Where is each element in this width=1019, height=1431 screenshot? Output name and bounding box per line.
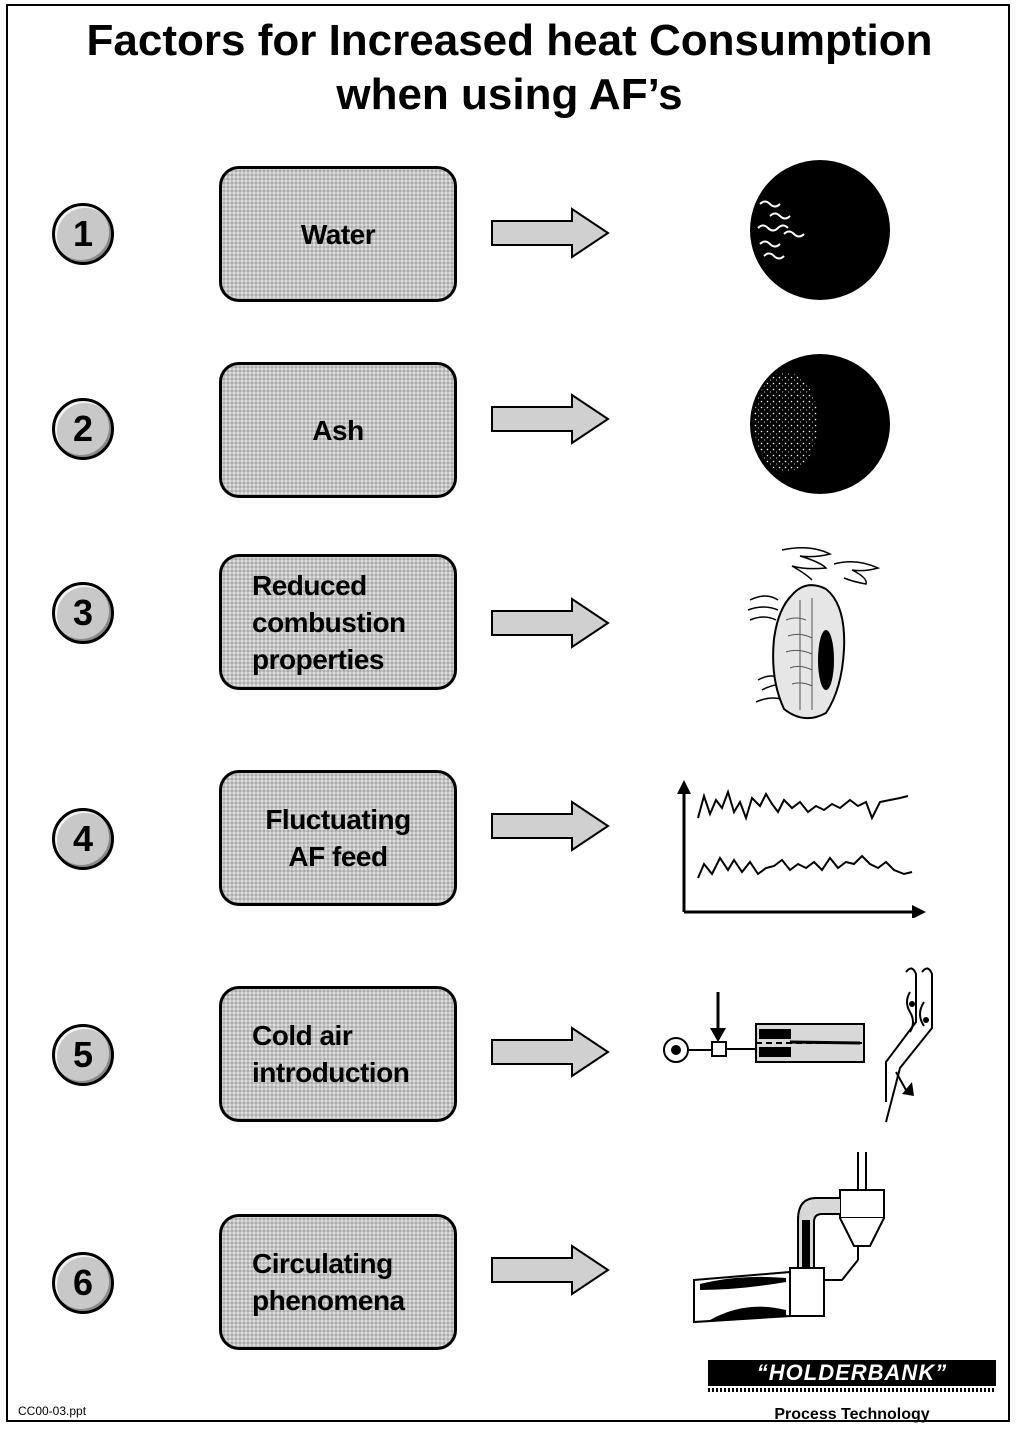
factor-box-fluctuating-feed: Fluctuating AF feed	[219, 770, 457, 906]
file-name: CC00-03.ppt	[18, 1404, 87, 1418]
water-particle-icon	[750, 160, 890, 300]
slide-title: Factors for Increased heat Consumption w…	[0, 14, 1019, 122]
factor-label: Water	[300, 218, 376, 250]
factor-number-3: 3	[52, 582, 114, 644]
factor-label: Circulating phenomena	[252, 1248, 405, 1316]
title-line-1: Factors for Increased heat Consumption	[86, 16, 933, 65]
factor-label: Cold air introduction	[252, 1020, 410, 1088]
holderbank-logo: “HOLDERBANK”	[708, 1360, 996, 1386]
right-arrow-icon	[491, 1244, 610, 1296]
right-arrow-icon	[491, 207, 610, 259]
factor-box-reduced-combustion: Reduced combustion properties	[219, 554, 457, 690]
right-arrow-icon	[491, 800, 610, 852]
flame-icon	[747, 547, 881, 720]
factor-label: Fluctuating AF feed	[265, 804, 411, 872]
footer-subtitle: Process Technology	[774, 1406, 930, 1423]
ash-particle-icon	[750, 354, 890, 494]
factor-number-6: 6	[52, 1252, 114, 1314]
cold-air-ducts-icon	[663, 967, 933, 1123]
title-line-2: when using AF’s	[336, 70, 683, 119]
factor-box-ash: Ash	[219, 362, 457, 498]
factor-number-4: 4	[52, 808, 114, 870]
fluctuating-trend-icon	[677, 780, 926, 918]
factor-box-circulating: Circulating phenomena	[219, 1214, 457, 1350]
factor-label: Ash	[312, 414, 364, 446]
factor-number-2: 2	[52, 398, 114, 460]
right-arrow-icon	[491, 597, 610, 649]
factor-box-water: Water	[219, 166, 457, 302]
factor-number-5: 5	[52, 1024, 114, 1086]
factor-label: Reduced combustion properties	[252, 569, 406, 675]
right-arrow-icon	[491, 393, 610, 445]
right-arrow-icon	[491, 1026, 610, 1078]
factor-box-cold-air: Cold air introduction	[219, 986, 457, 1122]
factor-number-1: 1	[52, 203, 114, 265]
kiln-cyclone-icon	[693, 1152, 885, 1324]
logo-underline	[708, 1388, 996, 1392]
slide-frame	[6, 4, 1010, 1422]
